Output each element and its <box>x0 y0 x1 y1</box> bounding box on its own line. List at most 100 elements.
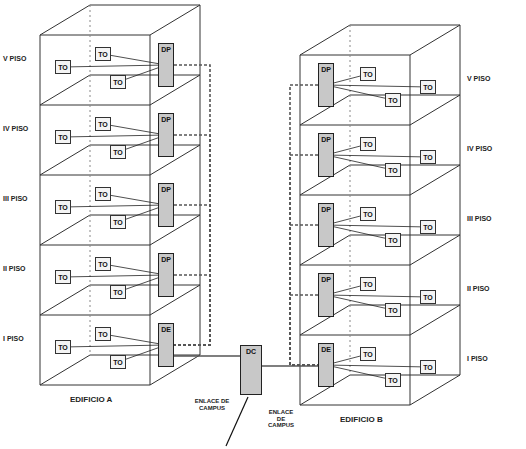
distributor-rack: DE <box>158 323 174 367</box>
distributor-rack: DC <box>240 345 262 395</box>
distributor-rack: DP <box>158 43 174 87</box>
outlet-box: TO <box>55 130 71 144</box>
backbone-cable <box>290 155 318 365</box>
outlet-code: TO <box>58 274 68 281</box>
floor-label: IV PISO <box>467 145 492 153</box>
horizontal-cable <box>334 146 360 153</box>
floor-label: II PISO <box>3 265 26 273</box>
building-b-outline <box>300 25 460 405</box>
horizontal-cable <box>71 65 158 67</box>
horizontal-cable <box>334 85 420 87</box>
outlet-code: TO <box>98 191 108 198</box>
floor-label: IV PISO <box>3 125 28 133</box>
outlet-code: TO <box>98 121 108 128</box>
floor-label: II PISO <box>467 285 490 293</box>
floor-label: I PISO <box>467 355 488 363</box>
outlet-code: TO <box>423 224 433 231</box>
link-label: ENLACE DE CAMPUS <box>264 409 298 429</box>
outlet-box: TO <box>385 373 401 387</box>
horizontal-cable <box>126 278 158 289</box>
horizontal-cable <box>334 87 385 98</box>
outlet-code: TO <box>423 294 433 301</box>
rack-code: DE <box>161 326 171 333</box>
outlet-box: TO <box>95 327 111 341</box>
horizontal-cable <box>126 138 158 149</box>
outlet-box: TO <box>360 277 376 291</box>
horizontal-cable <box>334 356 360 363</box>
horizontal-cable <box>71 205 158 207</box>
floor-label: I PISO <box>3 335 24 343</box>
outlet-box: TO <box>110 215 126 229</box>
outlet-code: TO <box>363 211 373 218</box>
horizontal-cable <box>334 155 420 157</box>
floor-label: V PISO <box>3 55 26 63</box>
backbone-cable <box>174 205 210 345</box>
outlet-box: TO <box>110 285 126 299</box>
backbone-cable <box>174 275 210 345</box>
horizontal-cable <box>111 265 158 273</box>
outlet-code: TO <box>363 281 373 288</box>
rack-code: DP <box>161 46 171 53</box>
distributor-rack: DP <box>318 203 334 247</box>
outlet-box: TO <box>110 355 126 369</box>
horizontal-cable <box>334 225 420 227</box>
floor-label: V PISO <box>467 75 490 83</box>
rack-code: DP <box>321 66 331 73</box>
outlet-code: TO <box>98 331 108 338</box>
outlet-box: TO <box>95 47 111 61</box>
horizontal-cable <box>111 195 158 203</box>
floor-label: III PISO <box>467 215 492 223</box>
outlet-box: TO <box>95 117 111 131</box>
horizontal-cable <box>334 286 360 293</box>
distributor-rack: DP <box>158 253 174 297</box>
outlet-box: TO <box>420 220 436 234</box>
distributor-rack: DP <box>158 183 174 227</box>
horizontal-cable <box>334 227 385 238</box>
backbone-cable <box>290 225 318 365</box>
rack-code: DP <box>321 206 331 213</box>
horizontal-cable <box>126 68 158 79</box>
outlet-box: TO <box>360 347 376 361</box>
horizontal-cable <box>111 125 158 133</box>
outlet-box: TO <box>360 67 376 81</box>
horizontal-cable <box>71 135 158 137</box>
link-label: ENLACE DE CAMPUS <box>192 398 232 411</box>
distributor-rack: DE <box>318 343 334 387</box>
horizontal-cable <box>111 335 158 343</box>
outlet-code: TO <box>113 149 123 156</box>
horizontal-cable <box>126 348 158 359</box>
outlet-box: TO <box>385 233 401 247</box>
outlet-box: TO <box>95 187 111 201</box>
backbone-cable <box>290 85 318 365</box>
rack-code: DP <box>321 136 331 143</box>
outlet-code: TO <box>113 79 123 86</box>
outlet-code: TO <box>58 344 68 351</box>
outlet-box: TO <box>95 257 111 271</box>
outlet-code: TO <box>423 84 433 91</box>
outlet-code: TO <box>388 237 398 244</box>
outlet-code: TO <box>363 71 373 78</box>
outlet-code: TO <box>363 141 373 148</box>
outlet-code: TO <box>58 204 68 211</box>
outlet-box: TO <box>55 60 71 74</box>
backbone-cable <box>174 355 240 357</box>
backbone-cable <box>290 295 318 365</box>
outlet-code: TO <box>388 97 398 104</box>
outlet-code: TO <box>113 219 123 226</box>
outlet-code: TO <box>58 64 68 71</box>
outlet-box: TO <box>55 340 71 354</box>
horizontal-cable <box>126 208 158 219</box>
horizontal-cable <box>111 55 158 63</box>
horizontal-cable <box>71 275 158 277</box>
outlet-box: TO <box>420 360 436 374</box>
outlet-box: TO <box>55 270 71 284</box>
horizontal-cable <box>334 295 420 297</box>
distributor-rack: DP <box>318 133 334 177</box>
building-name: EDIFICIO A <box>70 396 112 405</box>
outlet-box: TO <box>110 75 126 89</box>
outlet-box: TO <box>420 150 436 164</box>
horizontal-cable <box>334 367 385 378</box>
